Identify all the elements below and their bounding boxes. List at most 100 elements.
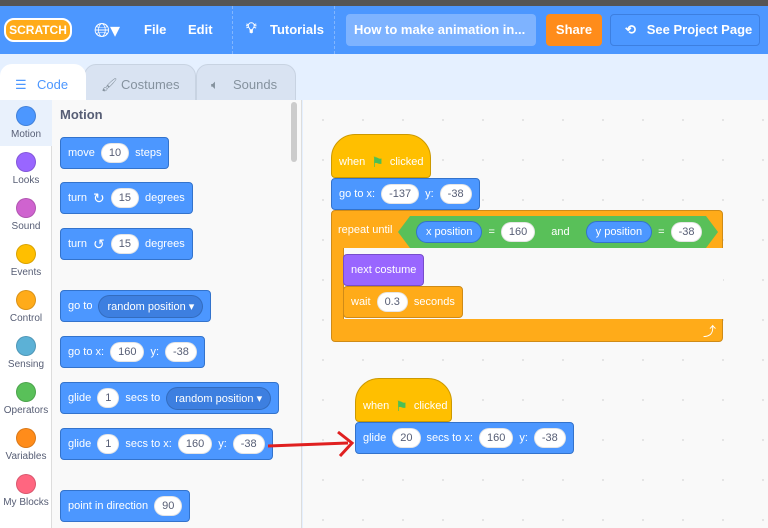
- y-input[interactable]: -38: [232, 434, 265, 454]
- next-costume-block[interactable]: next costume: [343, 254, 425, 286]
- block-text: glide: [363, 432, 387, 444]
- steps-input[interactable]: 10: [100, 143, 130, 163]
- y-input[interactable]: -38: [533, 428, 566, 448]
- block-text: secs to x:: [125, 438, 172, 450]
- block-text: degrees: [144, 192, 185, 204]
- x-position-reporter[interactable]: x position: [416, 221, 482, 243]
- category-label: Looks: [12, 175, 40, 186]
- secs-input[interactable]: 20: [392, 428, 421, 448]
- block-text: y:: [425, 188, 434, 200]
- rotate-cw-icon: ↻: [92, 189, 105, 206]
- direction-input[interactable]: 90: [154, 496, 183, 516]
- block-text: clicked: [413, 400, 448, 412]
- category-motion[interactable]: Motion: [0, 100, 52, 146]
- degrees-input[interactable]: 15: [110, 188, 139, 208]
- variables-dot-icon: [16, 428, 36, 448]
- project-title-input[interactable]: How to make animation in...: [346, 14, 536, 46]
- share-button[interactable]: Share: [546, 14, 602, 46]
- category-label: Operators: [3, 405, 49, 416]
- red-arrow-annotation: [268, 430, 355, 458]
- menu-tutorials[interactable]: Tutorials: [270, 22, 324, 37]
- y-input[interactable]: -38: [165, 342, 197, 362]
- block-text: point in direction: [68, 500, 149, 512]
- block-text: go to x:: [68, 346, 105, 358]
- scratch-logo[interactable]: SCRATCH: [4, 18, 72, 42]
- block-text: wait: [351, 296, 371, 308]
- divider: [334, 6, 335, 54]
- tab-code[interactable]: ☰Code: [0, 64, 86, 104]
- category-label: Sensing: [7, 359, 45, 370]
- y-value-input[interactable]: -38: [671, 222, 703, 242]
- equals-sign: =: [488, 226, 495, 238]
- point-in-direction-block[interactable]: point in direction 90: [60, 490, 191, 522]
- block-text: y:: [519, 432, 528, 444]
- block-text: y:: [218, 438, 227, 450]
- sensing-dot-icon: [16, 336, 36, 356]
- block-text: steps: [135, 147, 162, 159]
- see-project-page-button[interactable]: ⟲ See Project Page: [610, 14, 760, 46]
- category-variables[interactable]: Variables: [0, 422, 52, 468]
- block-text: secs to x:: [426, 432, 473, 444]
- category-label: Sound: [11, 221, 41, 232]
- block-text: when: [363, 400, 390, 412]
- block-text: next costume: [351, 264, 417, 276]
- category-sound[interactable]: Sound: [0, 192, 52, 238]
- glide-to-xy-block[interactable]: glide 20 secs to x: 160 y: -38: [355, 422, 574, 454]
- secs-input[interactable]: 1: [97, 434, 120, 454]
- loop-arrow-icon: ⤴: [703, 324, 717, 339]
- x-input[interactable]: 160: [110, 342, 145, 362]
- globe-icon[interactable]: 🌐︎▾: [94, 20, 121, 42]
- category-my-blocks[interactable]: My Blocks: [0, 468, 52, 514]
- speaker-icon: 🔈︎: [211, 77, 219, 92]
- tab-sounds[interactable]: 🔈︎Sounds: [196, 64, 296, 104]
- category-menu: Motion Looks Sound Events Control Sensin…: [0, 100, 52, 528]
- secs-input[interactable]: 1: [97, 388, 120, 408]
- category-operators[interactable]: Operators: [0, 376, 52, 422]
- degrees-input[interactable]: 15: [110, 234, 139, 254]
- y-input[interactable]: -38: [439, 184, 472, 204]
- lightbulb-icon: 💡︎: [246, 20, 257, 37]
- category-events[interactable]: Events: [0, 238, 52, 284]
- category-label: Variables: [5, 451, 47, 462]
- green-flag-icon: ⚑: [371, 153, 384, 170]
- block-text: clicked: [389, 156, 424, 168]
- category-control[interactable]: Control: [0, 284, 52, 330]
- x-input[interactable]: -137: [381, 184, 420, 204]
- editor-tabs: 🔈︎Sounds 🖌︎Costumes ☰Code: [0, 54, 768, 104]
- go-to-block[interactable]: go to random position ▾: [60, 290, 212, 322]
- x-input[interactable]: 160: [478, 428, 514, 448]
- wait-seconds-input[interactable]: 0.3: [376, 292, 408, 312]
- menu-edit[interactable]: Edit: [188, 22, 213, 37]
- x-value-input[interactable]: 160: [501, 222, 535, 242]
- block-text: go to: [68, 300, 93, 312]
- brush-icon: 🖌︎: [101, 77, 118, 92]
- tab-costumes[interactable]: 🖌︎Costumes: [84, 64, 196, 104]
- menu-file[interactable]: File: [144, 22, 167, 37]
- rotate-ccw-icon: ↺: [92, 235, 105, 252]
- when-flag-clicked-hat[interactable]: when⚑clicked: [355, 378, 452, 422]
- divider: [232, 6, 233, 54]
- palette-scrollbar[interactable]: [291, 102, 297, 162]
- target-dropdown[interactable]: random position ▾: [166, 386, 272, 410]
- block-text: degrees: [144, 238, 185, 250]
- category-label: Motion: [10, 129, 41, 140]
- target-dropdown[interactable]: random position ▾: [98, 294, 204, 318]
- and-label: and: [551, 226, 570, 238]
- looks-dot-icon: [16, 152, 36, 172]
- and-operator-block[interactable]: x position=160 and y position=-38: [398, 216, 718, 248]
- sound-dot-icon: [16, 198, 36, 218]
- block-text: secs to: [125, 392, 161, 404]
- category-sensing[interactable]: Sensing: [0, 330, 52, 376]
- x-input[interactable]: 160: [177, 434, 213, 454]
- category-looks[interactable]: Looks: [0, 146, 52, 192]
- when-flag-clicked-hat[interactable]: when⚑clicked: [331, 134, 431, 178]
- y-position-reporter[interactable]: y position: [586, 221, 652, 243]
